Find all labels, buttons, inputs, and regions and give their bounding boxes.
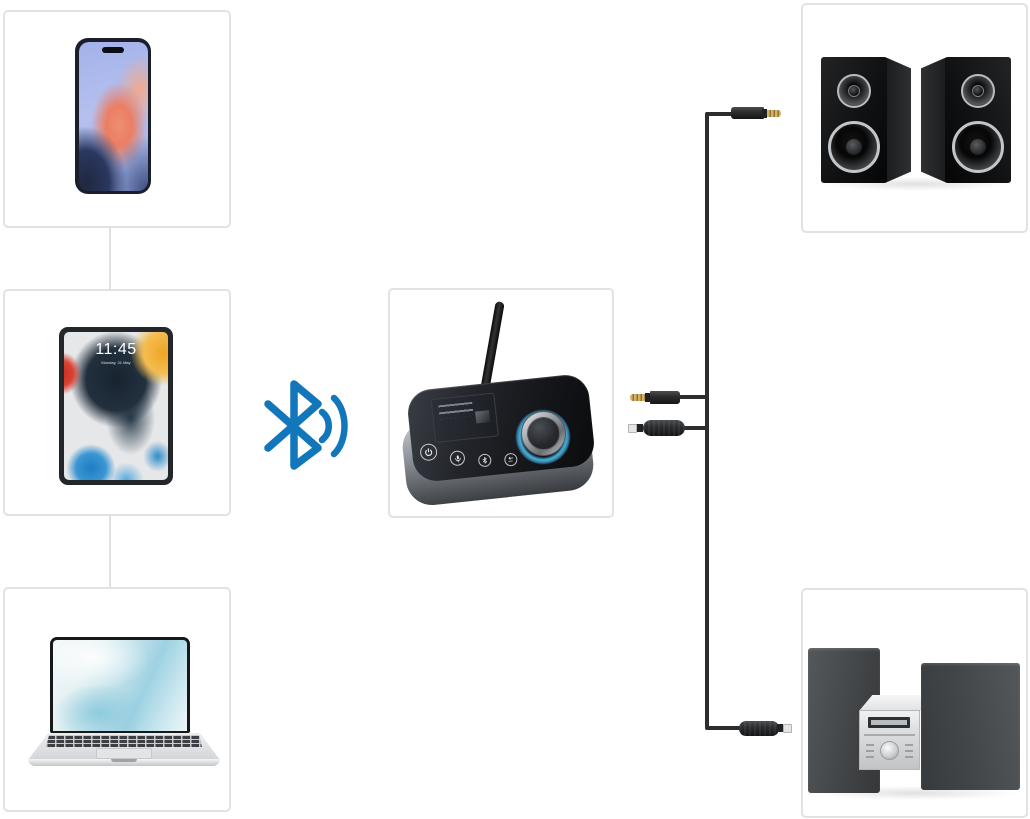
signal-wave-large <box>330 394 348 458</box>
stereo-buttons-left <box>866 744 874 758</box>
mic-icon <box>454 454 461 462</box>
speaker-right-tweeter-dome <box>972 85 984 97</box>
optical-plug-mid-body <box>643 419 685 436</box>
aux-branch-cable <box>678 395 707 399</box>
speaker-left-woofer <box>828 121 880 173</box>
optical-plug-bottom-neck <box>777 724 783 732</box>
speaker-right-side-panel <box>921 57 947 183</box>
speaker-left-tweeter <box>837 74 871 108</box>
optical-branch-cable <box>682 426 707 430</box>
tablet-clock: 11:45 <box>95 341 137 358</box>
device-display <box>430 392 499 443</box>
main-cable-vertical <box>705 112 709 730</box>
speaker-left-woofer-dome <box>846 139 862 155</box>
aux-plug-mid-collar <box>645 392 650 402</box>
aux-plug-mid-body <box>650 390 680 404</box>
phone-tablet-connector-line <box>109 228 111 289</box>
transmitter-box <box>388 288 614 518</box>
speaker-left <box>821 57 913 183</box>
cable-bottom-horizontal <box>706 726 741 730</box>
power-button <box>419 442 438 462</box>
tablet-screen: 11:45 Monday, 31 May <box>64 332 168 480</box>
aux-plug-top-tip <box>767 109 781 117</box>
aux-plug-mid-tip <box>630 394 645 401</box>
optical-plug-bottom-tip <box>783 723 792 733</box>
speaker-left-front <box>821 57 887 183</box>
aux-plug-top-body <box>731 107 764 119</box>
optical-plug-mid-tip <box>628 423 637 433</box>
dynamic-island <box>102 46 124 53</box>
aux-plug-top-collar <box>762 108 767 118</box>
display-text-lines <box>438 401 474 420</box>
mic-button <box>449 449 466 467</box>
laptop-screen-bezel <box>50 637 190 733</box>
stereo-speaker-right <box>921 663 1020 790</box>
device-top-face <box>405 372 597 484</box>
laptop-keyboard <box>46 735 202 747</box>
volume-knob-cap <box>527 417 560 450</box>
cable-top-horizontal <box>706 112 733 116</box>
signal-wave-small <box>318 408 332 444</box>
stereo-unit <box>859 710 920 770</box>
optical-plug-bottom-body <box>739 720 779 736</box>
speaker-right-woofer <box>952 121 1004 173</box>
tablet-date: Monday, 31 May <box>101 360 131 365</box>
bluetooth-icon <box>482 457 488 464</box>
laptop-box <box>3 587 231 812</box>
tablet-box: 11:45 Monday, 31 May <box>3 289 231 516</box>
stereo-knob <box>880 741 899 760</box>
speaker-right-front <box>945 57 1011 183</box>
speaker-right-woofer-dome <box>970 139 986 155</box>
laptop-keyboard-deck <box>28 733 220 760</box>
power-icon <box>425 448 433 457</box>
laptop-base <box>28 759 220 766</box>
bluetooth-signal-icon <box>264 380 348 470</box>
volume-knob <box>521 411 566 456</box>
speaker-right-tweeter <box>961 74 995 108</box>
back-button <box>503 452 519 467</box>
bluetooth-button <box>477 453 492 468</box>
laptop-trackpad <box>96 748 152 759</box>
speaker-right <box>919 57 1011 183</box>
optical-plug-mid-neck <box>636 424 643 432</box>
laptop-base-notch <box>111 759 137 762</box>
stereo-buttons-right <box>905 744 913 758</box>
display-play-glyph <box>475 410 491 424</box>
stereo-display-panel <box>871 720 907 725</box>
back-icon <box>508 456 514 462</box>
speakers-box <box>801 3 1028 233</box>
phone-box <box>3 10 231 228</box>
stereo-box <box>801 588 1028 818</box>
stereo-display <box>868 717 910 728</box>
tablet: 11:45 Monday, 31 May <box>59 327 173 485</box>
smartphone <box>75 38 151 194</box>
smartphone-screen <box>78 41 148 191</box>
tablet-laptop-connector-line <box>109 516 111 587</box>
stereo-cd-slot <box>864 734 915 736</box>
speaker-left-tweeter-dome <box>848 85 860 97</box>
bluetooth-rune <box>264 380 322 470</box>
stereo-unit-top <box>859 695 933 711</box>
speaker-left-side-panel <box>885 57 911 183</box>
laptop-screen <box>53 640 187 731</box>
